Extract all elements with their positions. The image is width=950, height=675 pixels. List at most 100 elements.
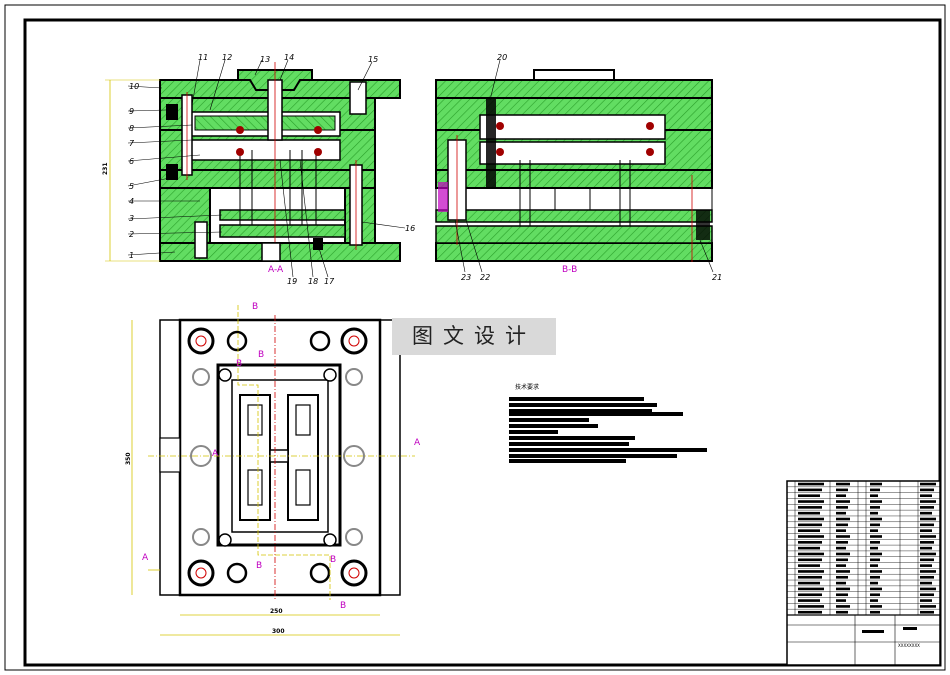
- parts-list-cell-text: [920, 523, 934, 527]
- parts-list-cell-text: [870, 570, 882, 573]
- ejector-pins: [239, 150, 317, 225]
- parts-list-cell-text: [870, 581, 878, 585]
- plan-side-connector: [159, 437, 181, 473]
- parts-list-cell-text: [798, 599, 820, 602]
- parts-list-cell-text: [920, 605, 936, 608]
- parts-list-cell-text: [836, 570, 850, 573]
- parts-list-table: XXXXXXXX: [786, 480, 941, 666]
- watermark-banner: 图文设计: [392, 318, 556, 355]
- parts-list-cell-text: [798, 564, 820, 567]
- parts-list-cell-text: [920, 482, 936, 486]
- parts-list-cell-text: [920, 570, 936, 573]
- parts-list-cell-text: [836, 517, 850, 521]
- parts-list-cell-text: [798, 546, 820, 550]
- part-label-3: 3: [129, 214, 134, 223]
- front-centerlines: [186, 62, 357, 262]
- plan-section-lines: [148, 305, 415, 600]
- parts-list-cell-text: [836, 610, 848, 614]
- parts-list-cell-text: [836, 599, 846, 602]
- parts-list-cell-text: [836, 546, 846, 550]
- parts-list-cell-text: [836, 593, 848, 597]
- side-centerlines: [456, 135, 693, 262]
- parts-list-cell-text: [920, 535, 936, 538]
- parts-list-cell-text: [870, 575, 880, 579]
- parts-list-cell-text: [870, 541, 880, 544]
- parts-list-cell-text: [920, 581, 932, 585]
- parts-list-cell-text: [798, 488, 822, 492]
- parts-list-cell-text: [798, 610, 822, 614]
- parts-list-cell-text: [798, 541, 822, 544]
- part-label-15: 15: [368, 55, 378, 64]
- dim-outer-width: 300: [272, 628, 285, 635]
- side-bolts: [496, 122, 654, 156]
- part-label-20: 20: [497, 53, 507, 62]
- parts-list-cell-text: [920, 575, 934, 579]
- parts-list-cell-text: [836, 605, 850, 608]
- part-label-18: 18: [308, 277, 318, 286]
- part-5-block: [166, 164, 178, 180]
- parts-list-cell-text: [920, 593, 934, 597]
- ejector-retainer-plate: [219, 209, 346, 221]
- plan-cavity-right: [287, 394, 319, 521]
- part-label-17: 17: [324, 277, 335, 286]
- side-core-insert: [479, 141, 666, 165]
- side-cavity-insert: [479, 114, 666, 140]
- parts-list-cell-text: [836, 500, 850, 503]
- parts-list-cell-text: [798, 523, 822, 527]
- front-height-dimension: 231: [102, 79, 160, 262]
- side-ejector-retainer: [435, 209, 713, 223]
- plan-view: [148, 305, 415, 600]
- parts-list-cell-text: [870, 558, 880, 562]
- ejector-plate: [219, 224, 346, 238]
- parts-list-cell-text: [920, 488, 934, 492]
- part-label-10: 10: [129, 82, 139, 91]
- dim-plan-height: 350: [125, 452, 132, 465]
- front-section-view: [159, 62, 401, 262]
- part-label-14: 14: [284, 53, 294, 62]
- parts-list-cell-text: [870, 494, 878, 498]
- parts-list-cell-text: [870, 511, 878, 515]
- parts-list-cell-text: [870, 546, 878, 550]
- parts-list-cell-text: [920, 529, 932, 532]
- dim-front-height: 231: [102, 162, 109, 175]
- parts-list-cell-text: [836, 558, 848, 562]
- side-bottom-plate: [435, 242, 713, 262]
- parts-list-cell-text: [870, 517, 882, 521]
- side-top-plate: [435, 79, 713, 99]
- parts-list-cell-text: [836, 541, 848, 544]
- side-ejector-pins: [519, 160, 631, 226]
- technical-notes-lines: [509, 397, 707, 463]
- drawing-number: XXXXXXXX: [898, 643, 920, 648]
- part-21-block: [696, 210, 710, 240]
- parts-list-cell-text: [798, 558, 822, 562]
- parts-list-cell-text: [836, 581, 846, 585]
- parts-list-cell-text: [870, 488, 880, 492]
- part-9-block: [166, 104, 178, 120]
- lifting-handle: [533, 69, 615, 80]
- parts-list-cell-text: [870, 593, 880, 597]
- part-label-8: 8: [129, 124, 134, 133]
- part-leaders-left: [127, 59, 406, 278]
- cavity-feature-2: [247, 469, 263, 506]
- parts-list-cell-text: [870, 535, 882, 538]
- part-label-11: 11: [198, 53, 208, 62]
- part-label-5: 5: [129, 182, 134, 191]
- parts-list-cell-text: [798, 605, 824, 608]
- parts-list-cell-text: [920, 552, 936, 556]
- parts-list-cell-text: [798, 535, 824, 538]
- parts-list-cell-text: [798, 587, 824, 591]
- parts-list-cell-text: [836, 506, 848, 509]
- parts-list-cell-text: [870, 552, 882, 556]
- parts-list-cell-text: [836, 575, 848, 579]
- parts-list-cell-text: [920, 558, 934, 562]
- part-label-12: 12: [222, 53, 232, 62]
- part-22-block: [438, 182, 448, 212]
- parts-list-cell-text: [798, 529, 820, 532]
- parts-list-cell-text: [836, 529, 846, 532]
- parts-list-cell-text: [920, 500, 936, 503]
- part-label-16: 16: [405, 224, 415, 233]
- parts-list-cell-text: [836, 552, 850, 556]
- part-leaders-right: [454, 59, 714, 273]
- side-section-view: [435, 69, 713, 262]
- parts-list-cell-text: [870, 482, 882, 486]
